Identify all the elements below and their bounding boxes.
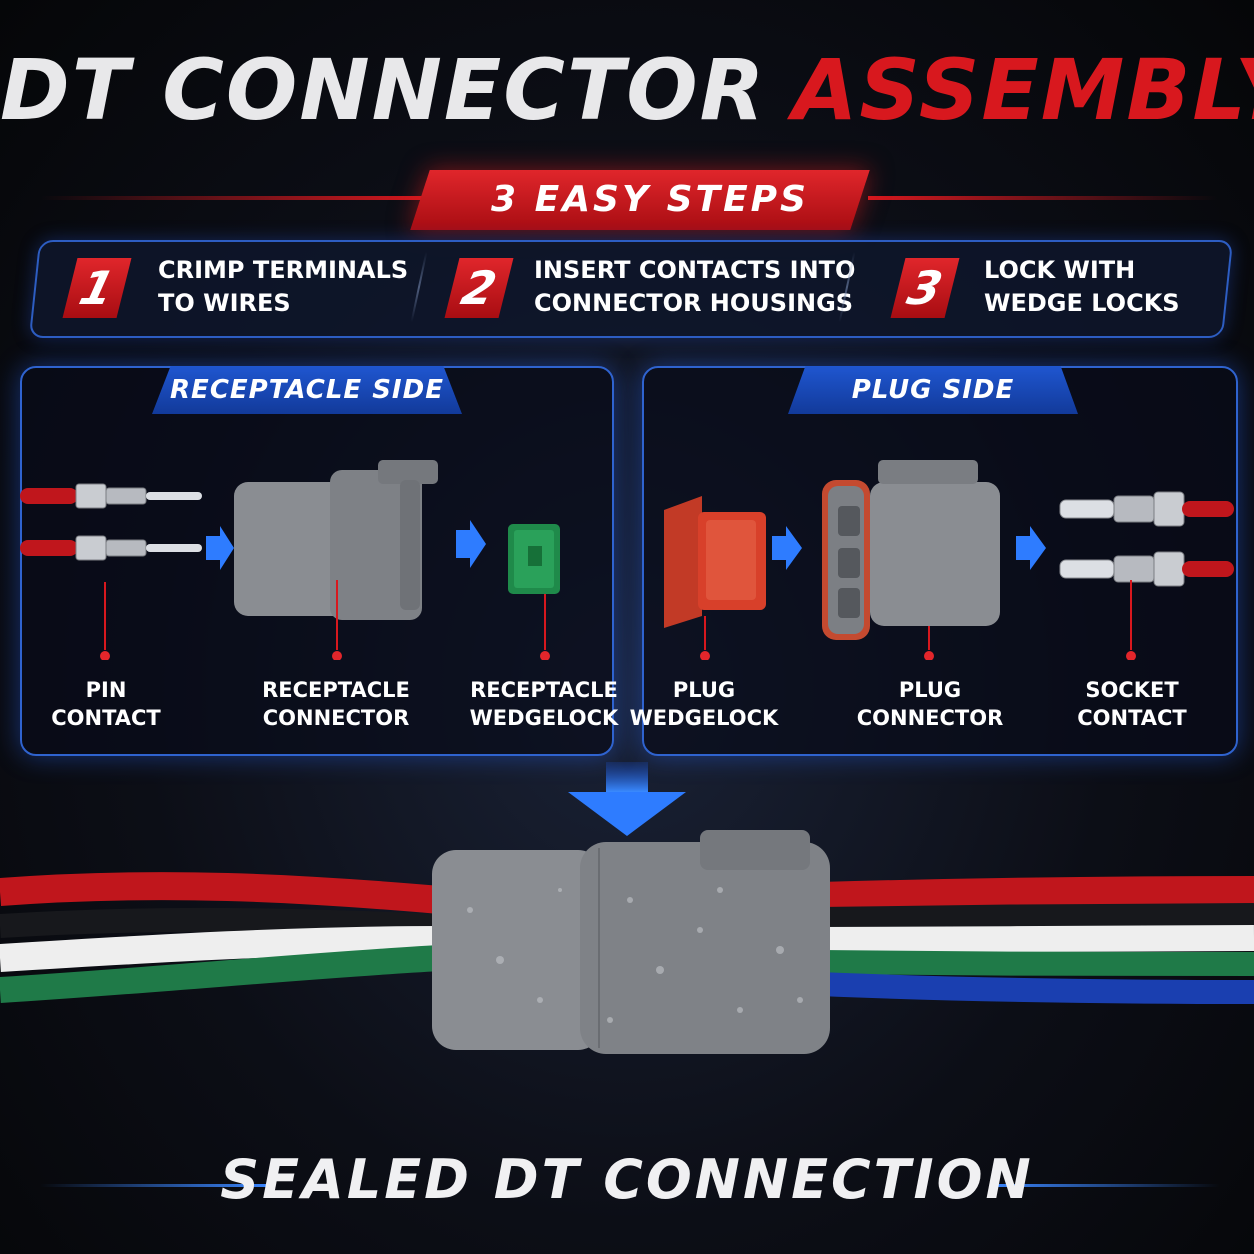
red-wire	[20, 540, 78, 556]
plug-wedgelock-label: PLUG WEDGELOCK	[624, 676, 784, 732]
label-line: PLUG	[898, 678, 962, 702]
label-line: WEDGELOCK	[629, 706, 779, 730]
title-part-white: DT CONNECTOR	[0, 41, 767, 139]
arrow-right-icon	[206, 526, 234, 570]
plug-wedgelock-icon	[664, 496, 766, 628]
arrow-right-icon	[456, 520, 486, 568]
green-wire	[819, 950, 1254, 976]
plug-connector-icon	[822, 460, 1000, 640]
step-1-line2: TO WIRES	[158, 289, 291, 317]
right-blue-line	[990, 1184, 1220, 1187]
receptacle-connector-icon	[432, 850, 602, 1050]
step-3-line2: WEDGE LOCKS	[984, 289, 1180, 317]
title-part-red: ASSEMBLY	[792, 41, 1254, 139]
label-line: CONNECTOR	[856, 706, 1004, 730]
step-1-line1: CRIMP TERMINALS	[158, 256, 409, 284]
footer-caption: SEALED DT CONNECTION	[220, 1148, 1034, 1211]
label-line: PLUG	[672, 678, 736, 702]
red-wire	[0, 872, 442, 914]
red-wire	[819, 876, 1254, 910]
receptacle-wedgelock-icon	[508, 524, 560, 594]
black-wire	[819, 903, 1254, 929]
plug-panel-title: PLUG SIDE	[788, 366, 1078, 414]
red-wire	[1182, 561, 1234, 577]
left-blue-line	[40, 1184, 270, 1187]
receptacle-illustration	[20, 460, 560, 660]
label-line: RECEPTACLE	[262, 678, 410, 702]
arrow-right-icon	[1016, 526, 1046, 570]
step-3-text: LOCK WITH WEDGE LOCKS	[984, 254, 1180, 320]
label-line: CONNECTOR	[262, 706, 410, 730]
page-title: DT CONNECTOR ASSEMBLY	[0, 40, 1254, 140]
subtitle-text: 3 EASY STEPS	[491, 179, 809, 220]
blue-wire	[819, 972, 1254, 1004]
step-2-line1: INSERT CONTACTS INTO	[534, 256, 856, 284]
step-1-text: CRIMP TERMINALS TO WIRES	[158, 254, 408, 320]
right-red-line	[868, 196, 1218, 200]
white-wire	[0, 926, 441, 972]
socket-contact-icon	[1059, 551, 1185, 587]
label-line: CONTACT	[1077, 706, 1187, 730]
pin-contact-label: PIN CONTACT	[26, 676, 186, 732]
socket-contact-label: SOCKET CONTACT	[1052, 676, 1212, 732]
black-wire	[0, 907, 441, 938]
left-red-line	[40, 196, 430, 200]
receptacle-connector-label: RECEPTACLE CONNECTOR	[256, 676, 416, 732]
plug-connector-label: PLUG CONNECTOR	[850, 676, 1010, 732]
label-line: SOCKET	[1085, 678, 1179, 702]
green-wire	[0, 945, 441, 1003]
arrow-down-icon	[568, 762, 686, 836]
sealed-connection-illustration	[0, 830, 1254, 1054]
white-wire	[819, 925, 1254, 953]
red-wire	[20, 488, 78, 504]
label-line: RECEPTACLE	[470, 678, 618, 702]
label-line: PIN	[85, 678, 127, 702]
step-3-line1: LOCK WITH	[984, 256, 1136, 284]
pin-contact-icon	[75, 535, 202, 561]
step-2-line2: CONNECTOR HOUSINGS	[534, 289, 854, 317]
receptacle-connector-icon	[234, 460, 438, 620]
step-2-text: INSERT CONTACTS INTO CONNECTOR HOUSINGS	[534, 254, 855, 320]
red-wire	[1182, 501, 1234, 517]
pin-contact-icon	[75, 483, 202, 509]
receptacle-wedgelock-label: RECEPTACLE WEDGELOCK	[464, 676, 624, 732]
socket-contact-icon	[1059, 491, 1185, 527]
label-line: CONTACT	[51, 706, 161, 730]
plug-connector-icon	[580, 842, 830, 1054]
receptacle-panel-title: RECEPTACLE SIDE	[152, 366, 462, 414]
water-droplets	[467, 887, 803, 1023]
arrow-right-icon	[772, 526, 802, 570]
plug-illustration	[664, 460, 1234, 660]
label-line: WEDGELOCK	[469, 706, 619, 730]
